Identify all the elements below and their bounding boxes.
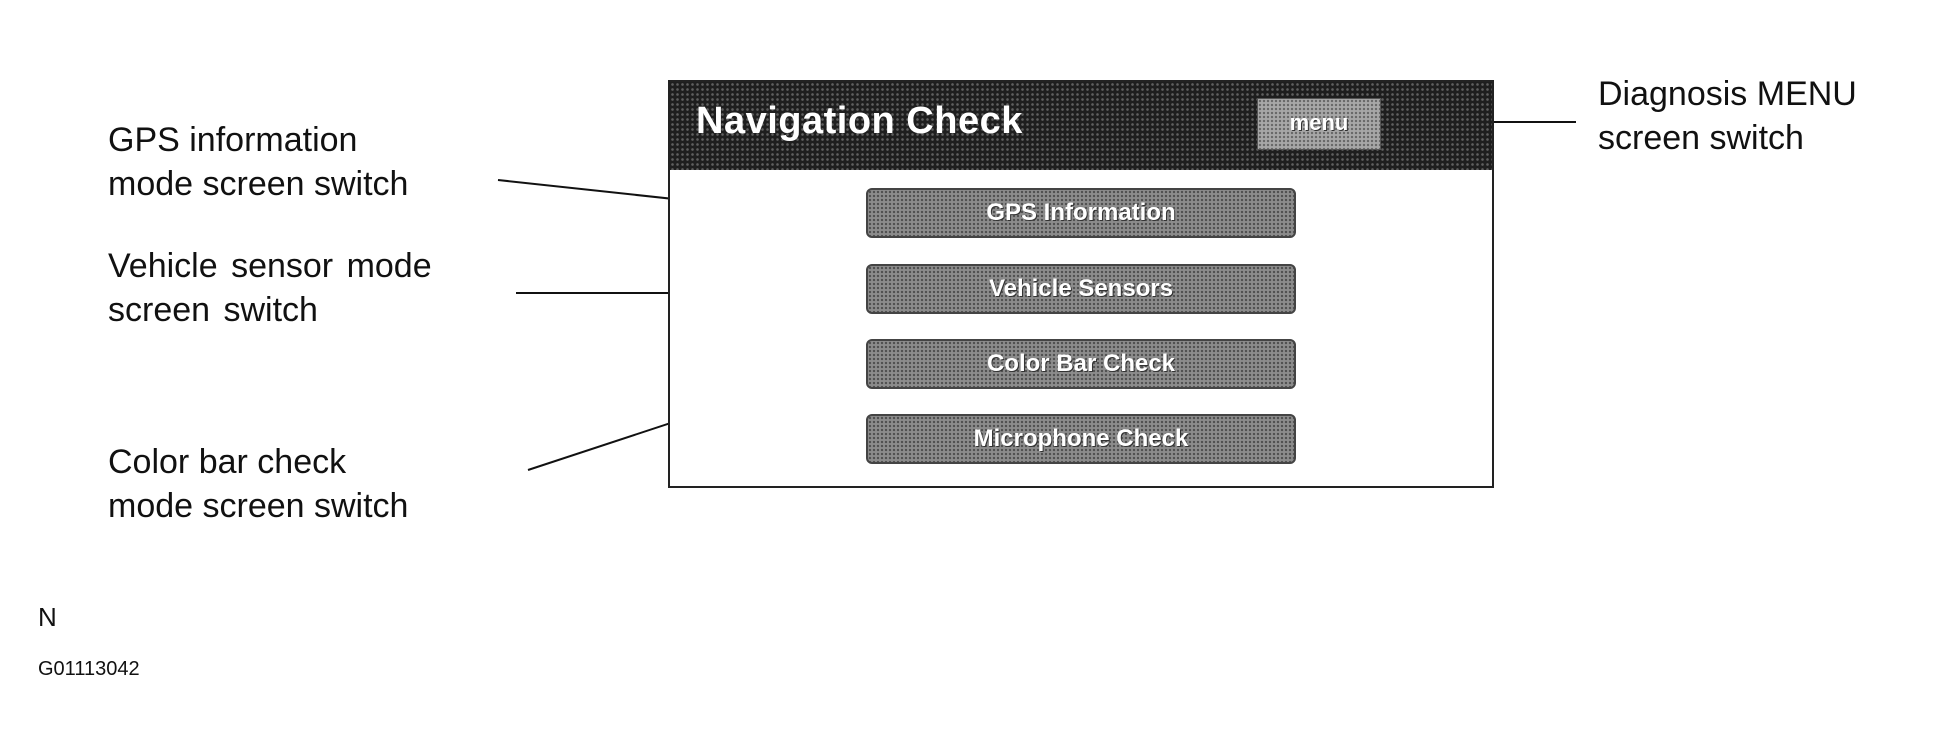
screen-title: Navigation Check [696,100,1023,142]
vehicle-sensors-button[interactable]: Vehicle Sensors [866,264,1296,314]
screen-header: Navigation Check menu [670,82,1492,170]
figure-letter: N [38,602,57,632]
gps-information-button[interactable]: GPS Information [866,188,1296,238]
callout-vehicle-sensor-mode: Vehicle sensor mode screen switch [108,247,432,329]
callout-diagnosis-menu: Diagnosis MENU screen switch [1598,75,1857,157]
callout-gps-mode: GPS information mode screen switch [108,121,409,203]
figure-code: G01113042 [38,658,140,680]
color-bar-check-button[interactable]: Color Bar Check [866,339,1296,389]
navigation-check-screen: Navigation Check menu GPS Information Ve… [668,80,1494,488]
microphone-check-button[interactable]: Microphone Check [866,414,1296,464]
callout-color-bar-mode: Color bar check mode screen switch [108,443,409,525]
menu-button[interactable]: menu [1257,98,1381,150]
